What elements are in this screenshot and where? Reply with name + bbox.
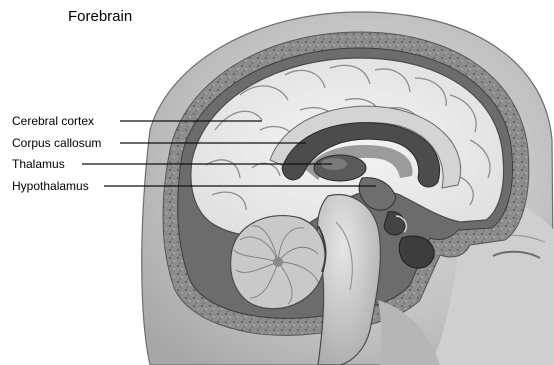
- label-hypothalamus: Hypothalamus: [12, 179, 89, 193]
- arbor-vitae-center: [273, 257, 283, 267]
- label-cerebral-cortex: Cerebral cortex: [12, 114, 94, 128]
- label-thalamus: Thalamus: [12, 157, 65, 171]
- label-corpus-callosum: Corpus callosum: [12, 136, 101, 150]
- figure-title: Forebrain: [68, 8, 132, 25]
